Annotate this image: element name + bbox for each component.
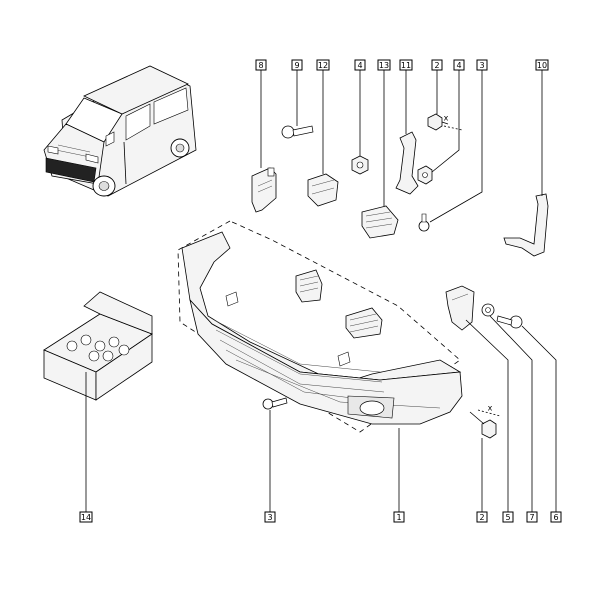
callout-4a: 4 (354, 59, 366, 71)
front-bumper-part (181, 231, 463, 425)
grille-insert-part-13 (361, 205, 399, 239)
callout-11: 11 (399, 59, 413, 71)
callout-12: 12 (316, 59, 330, 71)
callout-5: 5 (502, 511, 514, 523)
svg-text:13: 13 (379, 61, 389, 70)
svg-text:6: 6 (553, 513, 558, 522)
nut-part-4b (417, 165, 433, 185)
inner-bracket-right (345, 307, 383, 339)
clip-part-12 (307, 173, 339, 207)
svg-text:11: 11 (401, 61, 411, 70)
svg-text:5: 5 (505, 513, 510, 522)
svg-text:12: 12 (318, 61, 328, 70)
assembly-boundary (177, 220, 461, 433)
callout-3b: 3 (264, 511, 276, 523)
bracket-part-10 (503, 193, 549, 257)
callout-8: 8 (255, 59, 267, 71)
callout-7: 7 (526, 511, 538, 523)
fastener-kit-box (43, 291, 153, 401)
bracket-part-11 (395, 131, 419, 195)
callout-6: 6 (550, 511, 562, 523)
svg-text:2: 2 (434, 61, 439, 70)
callout-3a: 3 (476, 59, 488, 71)
callout-14: 14 (79, 511, 93, 523)
leader-lines (85, 69, 557, 512)
svg-text:4: 4 (357, 61, 362, 70)
svg-text:9: 9 (294, 61, 299, 70)
screw-part-9 (281, 125, 314, 139)
callout-2b: 2 (476, 511, 488, 523)
screw-part-3b (262, 397, 288, 410)
bolt-part-2b (469, 411, 497, 439)
x-mark-bottom: x (488, 404, 493, 413)
callout-1: 1 (393, 511, 405, 523)
callout-9: 9 (291, 59, 303, 71)
bracket-part-8 (251, 167, 277, 213)
svg-text:8: 8 (258, 61, 263, 70)
svg-text:3: 3 (267, 513, 272, 522)
svg-text:1: 1 (396, 513, 401, 522)
svg-text:3: 3 (479, 61, 484, 70)
screw-part-6 (496, 315, 523, 329)
svg-text:14: 14 (81, 513, 91, 522)
nut-part-4a (351, 155, 369, 175)
callout-13: 13 (377, 59, 391, 71)
svg-text:10: 10 (537, 61, 547, 70)
bolt-part-2a (427, 113, 449, 131)
inner-bracket-left (295, 269, 323, 303)
svg-text:2: 2 (479, 513, 484, 522)
callout-2a: 2 (431, 59, 443, 71)
callout-4b: 4 (453, 59, 465, 71)
x-mark-top: x (444, 114, 449, 123)
washer-part-7 (481, 303, 495, 317)
screw-part-3a (418, 213, 430, 232)
bracket-part-5 (445, 285, 475, 331)
svg-text:7: 7 (529, 513, 534, 522)
van-illustration (43, 65, 197, 197)
svg-text:4: 4 (456, 61, 461, 70)
callout-10: 10 (535, 59, 549, 71)
